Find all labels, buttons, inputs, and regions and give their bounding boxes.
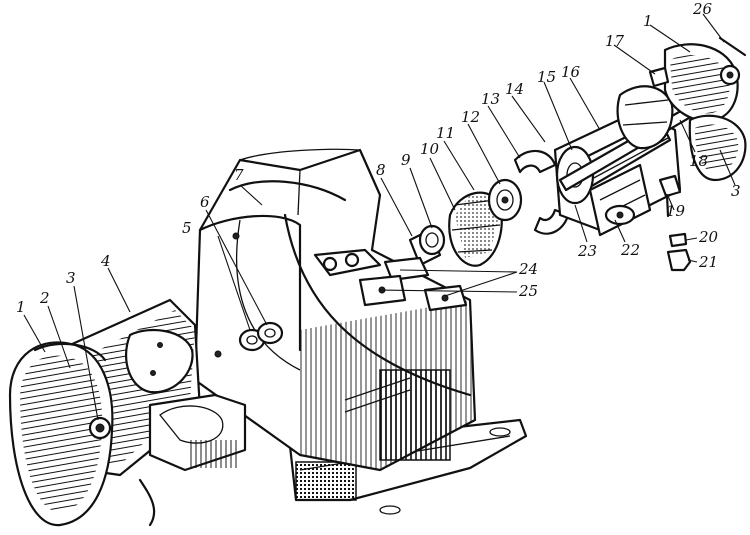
callout-4: 4 [101, 252, 111, 270]
callout-16: 16 [561, 63, 581, 81]
callout-1-right: 1 [643, 12, 653, 30]
callout-5: 5 [182, 219, 192, 237]
callout-1-left: 1 [16, 298, 26, 316]
main-housing [193, 148, 477, 472]
callout-2: 2 [40, 289, 50, 307]
callout-26: 26 [693, 0, 713, 18]
callout-14: 14 [505, 80, 525, 98]
callout-3-left: 3 [66, 269, 76, 287]
fan-cover-right [648, 36, 747, 182]
callout-3-right: 3 [731, 182, 741, 200]
callout-6: 6 [200, 193, 210, 211]
fasteners [658, 174, 692, 272]
callout-11: 11 [436, 124, 456, 142]
callout-17: 17 [605, 32, 625, 50]
callout-10: 10 [420, 140, 440, 158]
seal-rings [238, 321, 284, 352]
callout-9: 9 [401, 151, 411, 169]
callout-13: 13 [481, 90, 501, 108]
callout-21: 21 [699, 253, 719, 271]
callout-18: 18 [689, 152, 709, 170]
callout-12: 12 [461, 108, 481, 126]
leader-lines [23, 13, 736, 421]
callout-22: 22 [621, 241, 641, 259]
callout-24: 24 [519, 260, 539, 278]
callout-23: 23 [578, 242, 598, 260]
callout-25: 25 [519, 282, 539, 300]
callout-20: 20 [699, 228, 719, 246]
coupling-parts [408, 149, 570, 267]
callout-15: 15 [537, 68, 557, 86]
callout-7: 7 [234, 166, 244, 184]
callout-19: 19 [666, 202, 686, 220]
callout-8: 8 [376, 161, 386, 179]
fan-cover-left [8, 341, 156, 527]
